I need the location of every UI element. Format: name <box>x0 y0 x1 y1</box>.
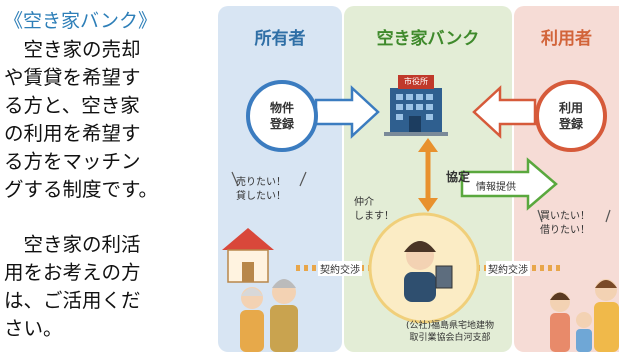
bubble-line: 売りたい！ <box>236 177 286 188</box>
user-people-icon <box>550 279 619 352</box>
badge-text: 利用 <box>558 101 583 115</box>
paragraph-line: 空き家の利活 <box>4 233 141 256</box>
agent-icon <box>404 241 453 302</box>
bubble-line: 買いたい！ <box>540 211 590 222</box>
bubble-line: 借りたい！ <box>540 225 590 236</box>
description-paragraph: 空き家の売却 や賃貸を希望す る方と、空き家 の利用を希望す る方をマッチン グ… <box>4 36 158 204</box>
paragraph-line: は、ご活用くだ <box>4 289 141 312</box>
badge-text: 物件 <box>269 101 294 115</box>
bank-title: 空き家バンク <box>376 29 480 49</box>
bubble-line: 仲介 <box>354 197 374 208</box>
agreement-label: 協定 <box>446 170 471 184</box>
paragraph-line: る方をマッチン <box>4 150 141 173</box>
agency-name: (公社)福島県宅地建物 取引業協会白河支部 <box>380 320 520 344</box>
owner-speech-lines <box>231 171 307 187</box>
contract-label-left: 契約交渉 <box>318 261 362 276</box>
paragraph-line: の利用を希望す <box>4 122 141 145</box>
agreement-arrow <box>418 138 438 212</box>
owner-to-bank-arrow <box>314 85 380 139</box>
user-title: 利用者 <box>541 29 592 49</box>
owner-title: 所有者 <box>254 29 306 49</box>
usage-paragraph: 空き家の利活 用をお考えの方 は、ご活用くだ さい。 <box>4 231 141 343</box>
badge-text: 登録 <box>269 117 294 131</box>
paragraph-line: 空き家の売却 <box>4 38 141 61</box>
agency-line: (公社)福島県宅地建物 <box>405 321 495 331</box>
paragraph-line: 用をお考えの方 <box>4 261 141 284</box>
user-to-bank-arrow <box>472 85 537 139</box>
contract-label-right: 契約交渉 <box>486 261 530 276</box>
house-icon <box>222 228 274 283</box>
mediate-bubble: 仲介 します！ <box>354 196 394 224</box>
page-heading: 《空き家バンク》 <box>4 10 157 32</box>
user-wish-bubble: 買いたい！ 借りたい！ <box>540 210 590 238</box>
agency-line: 取引業協会白河支部 <box>409 333 491 343</box>
property-register-badge: 物件 登録 <box>246 80 318 152</box>
badge-text: 登録 <box>558 117 583 131</box>
city-hall-sign: 市役所 <box>398 75 434 89</box>
city-hall-icon <box>384 88 448 136</box>
owner-people-icon <box>240 279 298 352</box>
info-label: 情報提供 <box>476 182 516 193</box>
paragraph-line: や賃貸を希望す <box>4 66 141 89</box>
bubble-line: 貸したい！ <box>236 191 286 202</box>
user-speech-lines <box>537 209 611 223</box>
owner-wish-bubble: 売りたい！ 貸したい！ <box>236 176 286 204</box>
bubble-line: します！ <box>354 211 394 222</box>
paragraph-line: る方と、空き家 <box>4 94 140 117</box>
user-register-badge: 利用 登録 <box>535 80 607 152</box>
paragraph-line: さい。 <box>4 317 63 340</box>
info-arrow <box>460 157 558 211</box>
paragraph-line: グする制度です。 <box>4 178 159 201</box>
